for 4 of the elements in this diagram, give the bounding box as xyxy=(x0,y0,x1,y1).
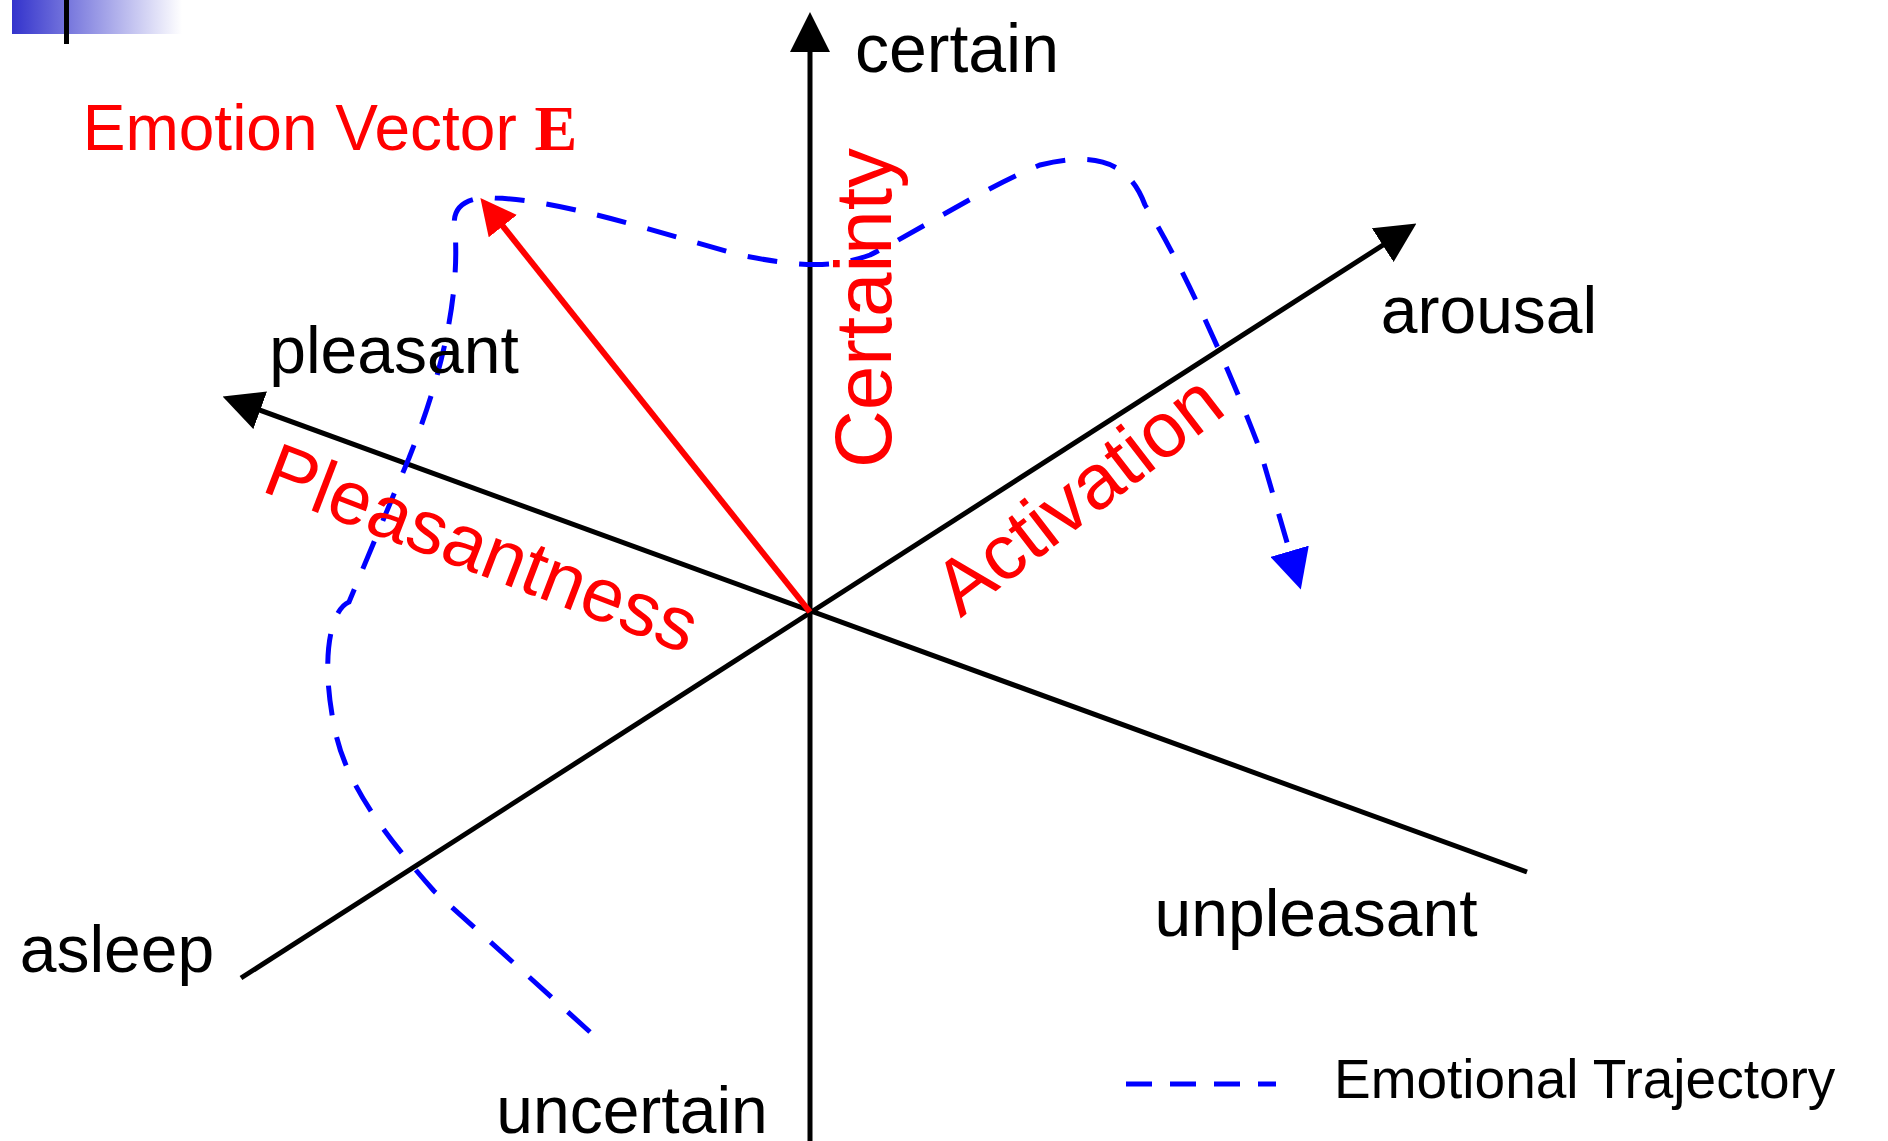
axis-end-label: certain xyxy=(854,14,1060,82)
vector-label: Emotion Vector E xyxy=(82,95,578,161)
axis-end-label: uncertain xyxy=(496,1077,768,1141)
axis-end-label: arousal xyxy=(1380,277,1598,343)
